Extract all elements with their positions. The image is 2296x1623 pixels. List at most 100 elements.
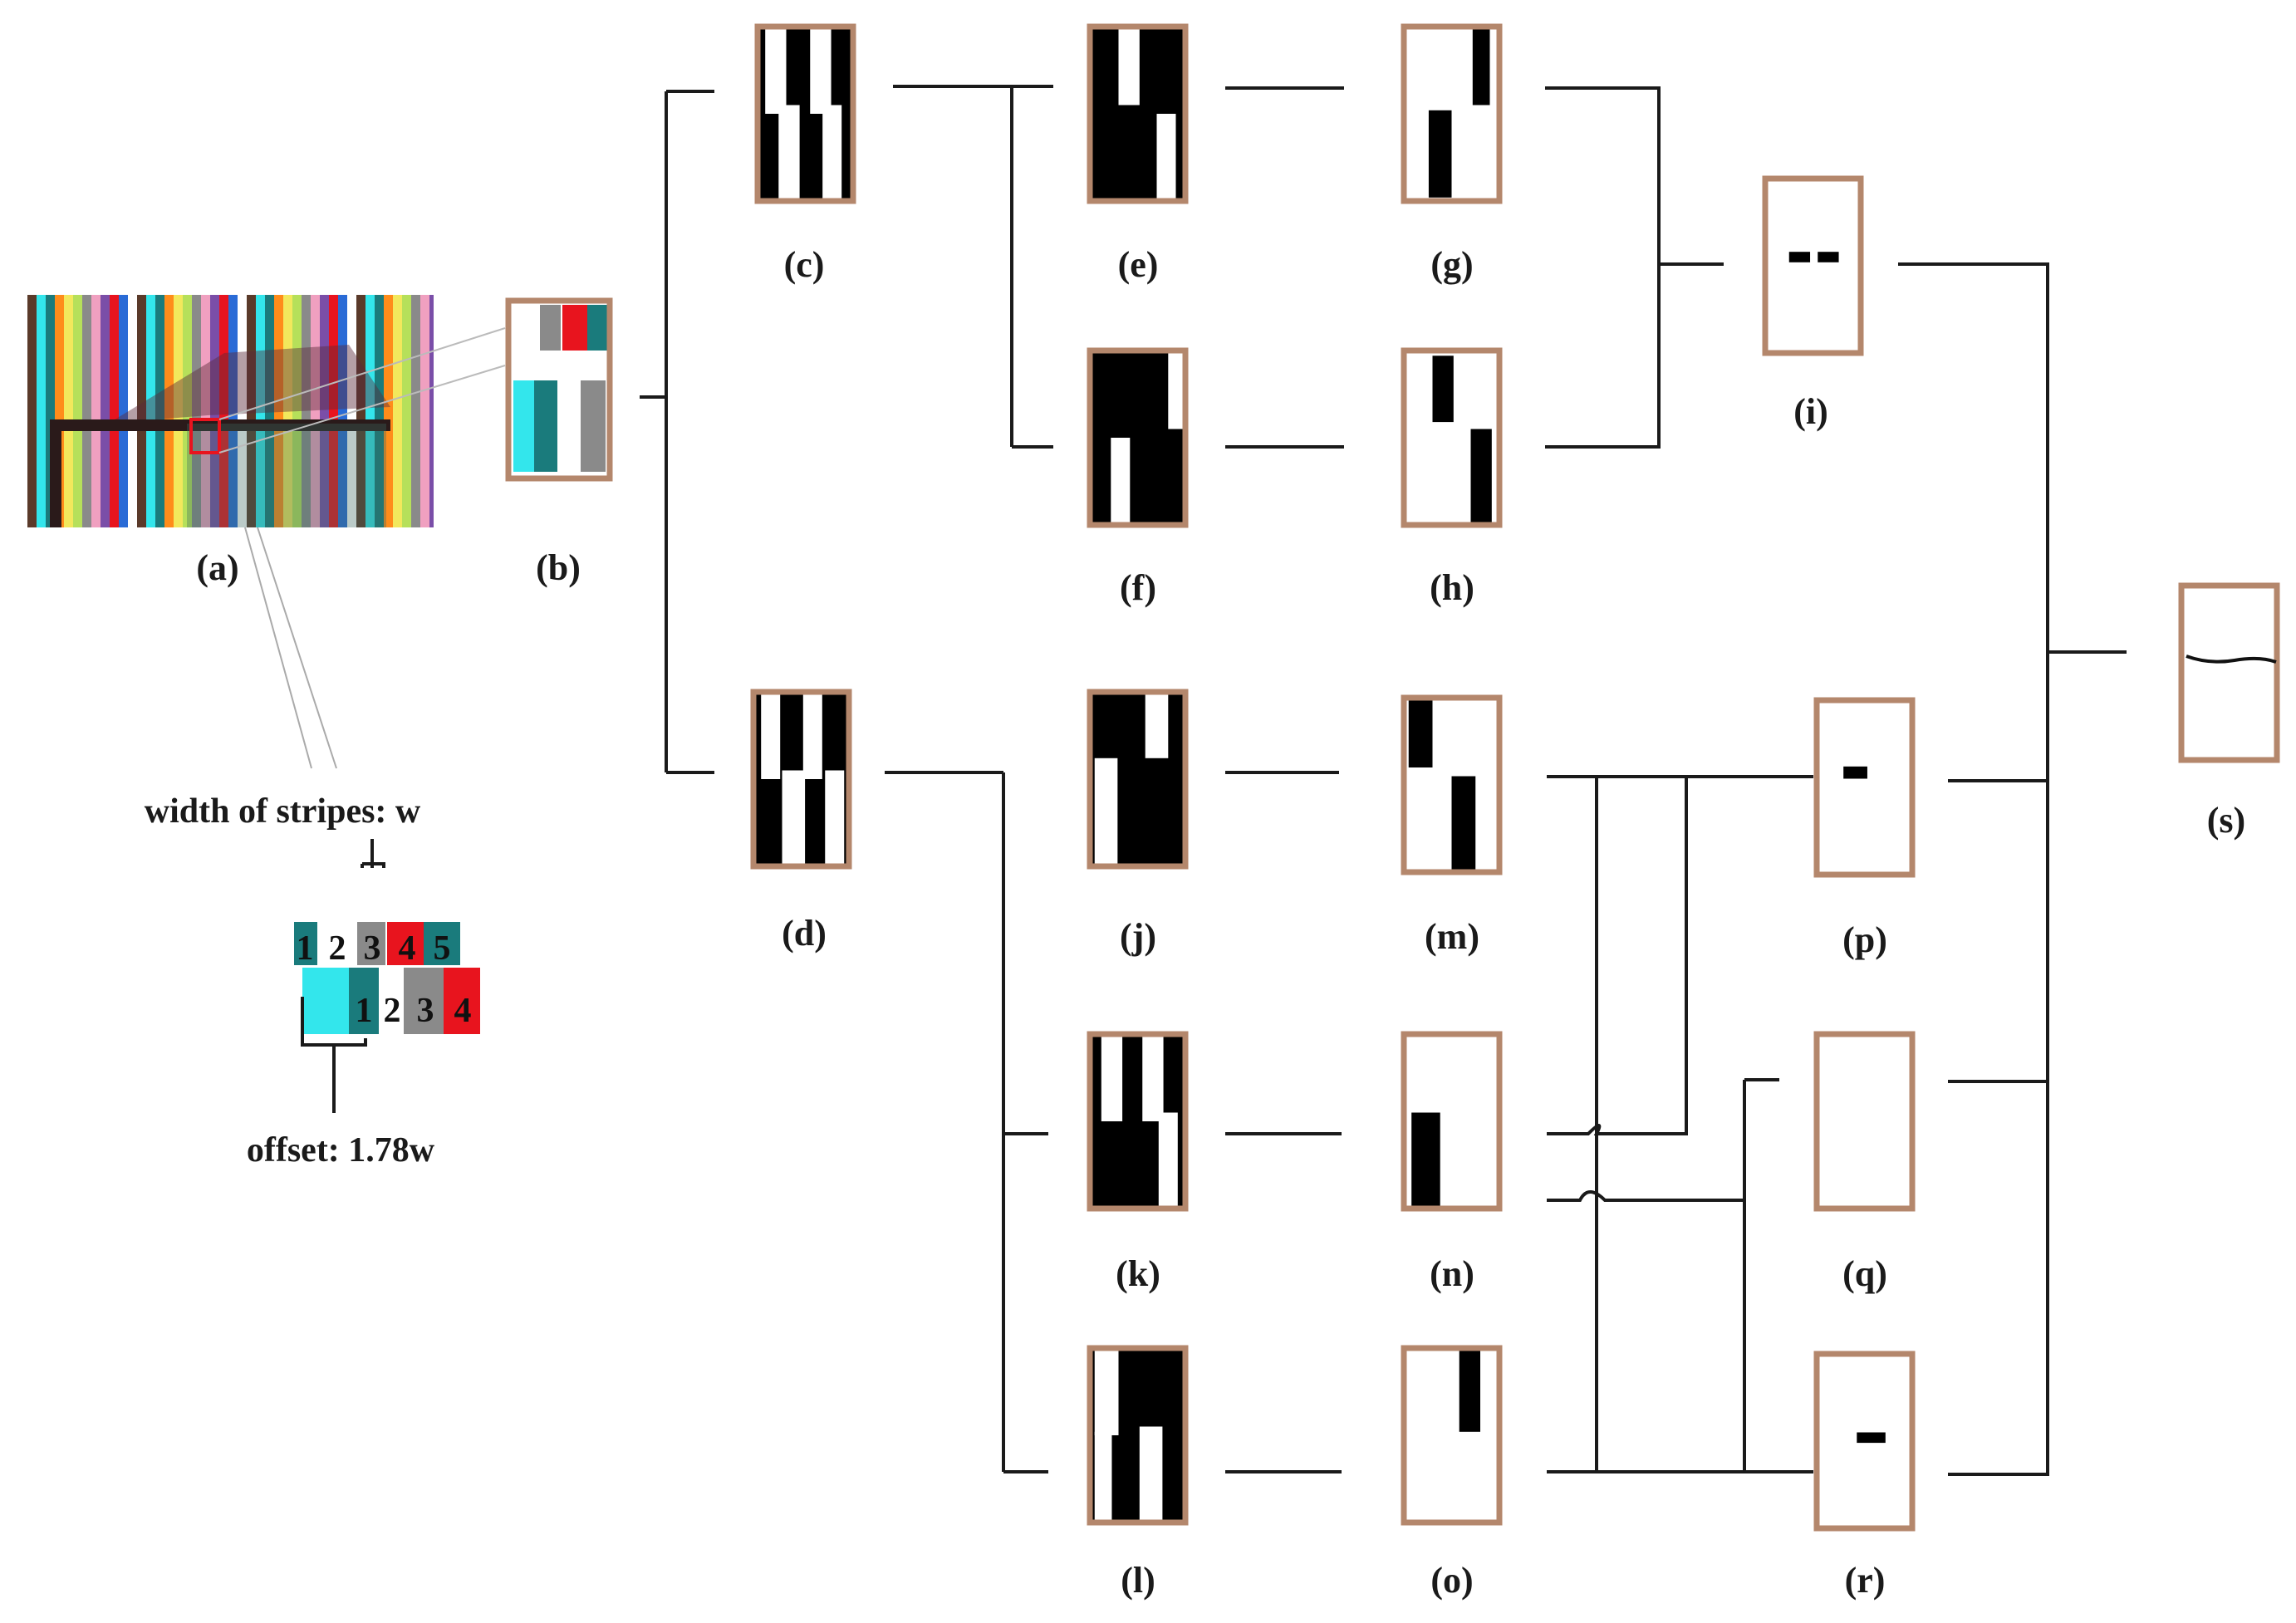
label-f: (f) xyxy=(1120,567,1156,608)
label-m: (m) xyxy=(1425,916,1479,957)
mask-region xyxy=(1818,252,1839,262)
mask-region xyxy=(1145,692,1169,758)
mask-panel-i xyxy=(1762,175,1864,356)
stripe xyxy=(164,295,174,527)
mask-frame xyxy=(1087,23,1189,204)
zoom-guide-line-2 xyxy=(218,365,506,454)
mask-region xyxy=(1788,252,1811,262)
mask-region xyxy=(1451,776,1476,872)
key-top-1: 1 xyxy=(297,929,314,968)
stripe xyxy=(347,295,356,527)
mask-region xyxy=(1408,698,1433,767)
mask-region xyxy=(1156,114,1176,201)
label-r: (r) xyxy=(1845,1560,1886,1601)
stripe xyxy=(274,295,283,527)
mask-region xyxy=(1094,1431,1112,1522)
stripe xyxy=(375,295,384,527)
mask-panel-k xyxy=(1087,1031,1189,1212)
patch-white-lower xyxy=(557,380,581,472)
mask-region xyxy=(1139,1426,1163,1522)
mask-panel-c xyxy=(754,23,856,204)
label-q: (q) xyxy=(1842,1253,1887,1294)
stripe xyxy=(55,295,64,527)
mask-region xyxy=(1472,27,1490,105)
mask-region xyxy=(1432,355,1454,423)
mask-frame xyxy=(1401,347,1503,528)
mask-panel-j xyxy=(1087,689,1189,870)
mask-frame xyxy=(2178,582,2280,763)
mask-panel-m xyxy=(1401,694,1503,875)
label-i: (i) xyxy=(1793,391,1828,432)
stripe-key: 1 2 3 4 5 1 2 3 4 xyxy=(294,922,480,1034)
stripe xyxy=(302,295,311,527)
stripe xyxy=(320,295,329,527)
mask-panel-r xyxy=(1813,1351,1916,1532)
stripe xyxy=(365,295,375,527)
stripe-width-annotation: width of stripes: w xyxy=(145,792,421,831)
connector-lines xyxy=(640,85,2127,1476)
label-a: (a) xyxy=(196,547,238,588)
stripe xyxy=(338,295,347,527)
stripe xyxy=(101,295,110,527)
key-bottom-1: 1 xyxy=(356,992,373,1030)
stripe xyxy=(82,295,91,527)
label-o: (o) xyxy=(1430,1560,1473,1601)
mask-region xyxy=(1857,1432,1886,1444)
mask-region xyxy=(1459,1348,1480,1432)
mask-panel-o xyxy=(1401,1345,1503,1526)
label-d: (d) xyxy=(782,913,827,954)
stripe xyxy=(247,295,256,527)
patch-teal xyxy=(587,305,607,351)
stripe xyxy=(393,295,402,527)
mask-region xyxy=(778,105,800,201)
stripe xyxy=(256,295,265,527)
stripe xyxy=(429,295,434,527)
mask-region xyxy=(1470,429,1492,525)
key-top-5: 5 xyxy=(434,929,451,968)
stripe xyxy=(37,295,46,527)
stripe xyxy=(420,295,429,527)
key-top-3: 3 xyxy=(364,929,381,968)
mask-region xyxy=(822,105,842,201)
label-s: (s) xyxy=(2207,800,2245,841)
mask-frame xyxy=(1087,1031,1189,1212)
stripe xyxy=(238,295,247,527)
offset-annotation: offset: 1.78w xyxy=(247,1131,435,1169)
mask-panel-s xyxy=(2178,582,2280,763)
mask-panel-q xyxy=(1813,1031,1916,1212)
mask-background xyxy=(1817,700,1912,875)
stripe xyxy=(228,295,238,527)
mask-region xyxy=(1101,1034,1123,1121)
patch-cyan xyxy=(513,380,534,472)
patch-gray xyxy=(540,305,561,351)
stripe xyxy=(402,295,411,527)
mask-frame xyxy=(750,689,852,870)
stripe xyxy=(73,295,82,527)
mask-region xyxy=(825,770,845,866)
stripe xyxy=(137,295,146,527)
label-n: (n) xyxy=(1430,1253,1474,1294)
stripe xyxy=(219,295,228,527)
mask-frame xyxy=(1401,1345,1503,1526)
mask-frame xyxy=(1762,175,1864,356)
label-p: (p) xyxy=(1842,919,1887,960)
stripe xyxy=(27,295,37,527)
label-j: (j) xyxy=(1120,916,1156,957)
key-bottom-2: 2 xyxy=(384,992,401,1030)
mask-frame xyxy=(1087,689,1189,870)
stripe xyxy=(183,295,192,527)
seam-line xyxy=(2186,655,2277,664)
mask-region xyxy=(810,27,832,114)
mask-region xyxy=(1094,758,1118,866)
panel-a-plants xyxy=(187,424,386,527)
mask-panel-d xyxy=(750,689,852,870)
mask-region xyxy=(1158,1112,1178,1209)
stripe xyxy=(292,295,302,527)
label-g: (g) xyxy=(1430,244,1473,285)
stripe xyxy=(201,295,210,527)
mask-region xyxy=(1843,766,1867,779)
mask-region xyxy=(1168,351,1185,429)
panel-b-zoomed-patch xyxy=(513,305,607,472)
